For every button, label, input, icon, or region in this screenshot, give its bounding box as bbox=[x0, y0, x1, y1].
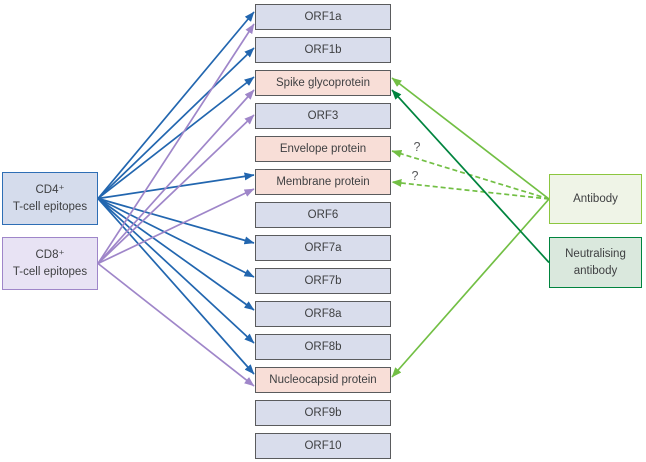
cd4-label-line2: T-cell epitopes bbox=[12, 200, 88, 213]
edge-neutralising-spike bbox=[391, 89, 550, 264]
protein-box-orf9b: ORF9b bbox=[255, 400, 391, 426]
uncertain-edge-label-envelope: ? bbox=[414, 140, 421, 154]
cd8-label-line1: CD8⁺ bbox=[35, 249, 65, 262]
protein-label-orf8b: ORF8b bbox=[304, 341, 342, 353]
protein-box-envelope: Envelope protein bbox=[255, 136, 391, 162]
edge-cd8-nucleocapsid bbox=[97, 262, 255, 387]
protein-label-orf1b: ORF1b bbox=[304, 44, 342, 56]
edge-antibody-envelope bbox=[391, 149, 550, 200]
protein-label-orf10: ORF10 bbox=[304, 440, 342, 452]
protein-label-orf3: ORF3 bbox=[307, 110, 339, 122]
protein-box-orf7b: ORF7b bbox=[255, 268, 391, 294]
cd4-label-line1: CD4⁺ bbox=[35, 184, 65, 197]
edge-cd4-membrane bbox=[97, 172, 255, 200]
protein-label-orf8a: ORF8a bbox=[304, 308, 342, 320]
edge-cd8-orf1a bbox=[97, 23, 255, 264]
protein-box-orf10: ORF10 bbox=[255, 433, 391, 459]
edge-cd4-orf8b bbox=[97, 197, 255, 344]
edge-cd8-orf3 bbox=[97, 114, 255, 265]
edge-cd4-orf8a bbox=[97, 197, 255, 311]
uncertain-edge-label-membrane: ? bbox=[412, 169, 419, 183]
neutralising-label-line2: antibody bbox=[573, 264, 618, 277]
edge-cd8-spike bbox=[97, 89, 255, 265]
protein-label-orf1a: ORF1a bbox=[304, 11, 342, 23]
protein-label-orf9b: ORF9b bbox=[304, 407, 342, 419]
cd8-label-line2: T-cell epitopes bbox=[12, 265, 88, 278]
neutralising-label-line1: Neutralising bbox=[565, 248, 626, 261]
protein-label-spike: Spike glycoprotein bbox=[276, 77, 370, 89]
protein-box-orf3: ORF3 bbox=[255, 103, 391, 129]
antibody-label-line1: Antibody bbox=[573, 192, 618, 205]
protein-box-orf6: ORF6 bbox=[255, 202, 391, 228]
protein-box-orf7a: ORF7a bbox=[255, 235, 391, 261]
edge-cd4-orf1a bbox=[97, 11, 255, 200]
edge-cd8-membrane bbox=[97, 188, 255, 265]
cd4-box: CD4⁺ T-cell epitopes bbox=[2, 172, 98, 225]
protein-label-envelope: Envelope protein bbox=[279, 143, 367, 155]
protein-label-orf6: ORF6 bbox=[307, 209, 339, 221]
edge-cd4-nucleocapsid bbox=[97, 197, 255, 375]
edge-cd4-spike bbox=[97, 76, 255, 200]
antibody-box: Antibody bbox=[549, 174, 642, 224]
edge-antibody-nucleocapsid bbox=[391, 198, 550, 378]
protein-label-membrane: Membrane protein bbox=[276, 176, 370, 188]
edge-cd4-orf7b bbox=[97, 197, 255, 278]
edge-antibody-spike bbox=[391, 77, 550, 200]
protein-label-nucleocapsid: Nucleocapsid protein bbox=[269, 374, 377, 386]
protein-box-nucleocapsid: Nucleocapsid protein bbox=[255, 367, 391, 393]
protein-box-orf1b: ORF1b bbox=[255, 37, 391, 63]
protein-box-membrane: Membrane protein bbox=[255, 169, 391, 195]
protein-box-orf8a: ORF8a bbox=[255, 301, 391, 327]
protein-label-orf7b: ORF7b bbox=[304, 275, 342, 287]
edge-antibody-membrane bbox=[391, 179, 550, 200]
protein-label-orf7a: ORF7a bbox=[304, 242, 342, 254]
protein-box-orf1a: ORF1a bbox=[255, 4, 391, 30]
edge-cd4-orf1b bbox=[97, 47, 255, 200]
edge-cd4-orf7a bbox=[97, 197, 255, 245]
protein-box-spike: Spike glycoprotein bbox=[255, 70, 391, 96]
cd8-box: CD8⁺ T-cell epitopes bbox=[2, 237, 98, 290]
protein-box-orf8b: ORF8b bbox=[255, 334, 391, 360]
neutralising-box: Neutralising antibody bbox=[549, 237, 642, 288]
